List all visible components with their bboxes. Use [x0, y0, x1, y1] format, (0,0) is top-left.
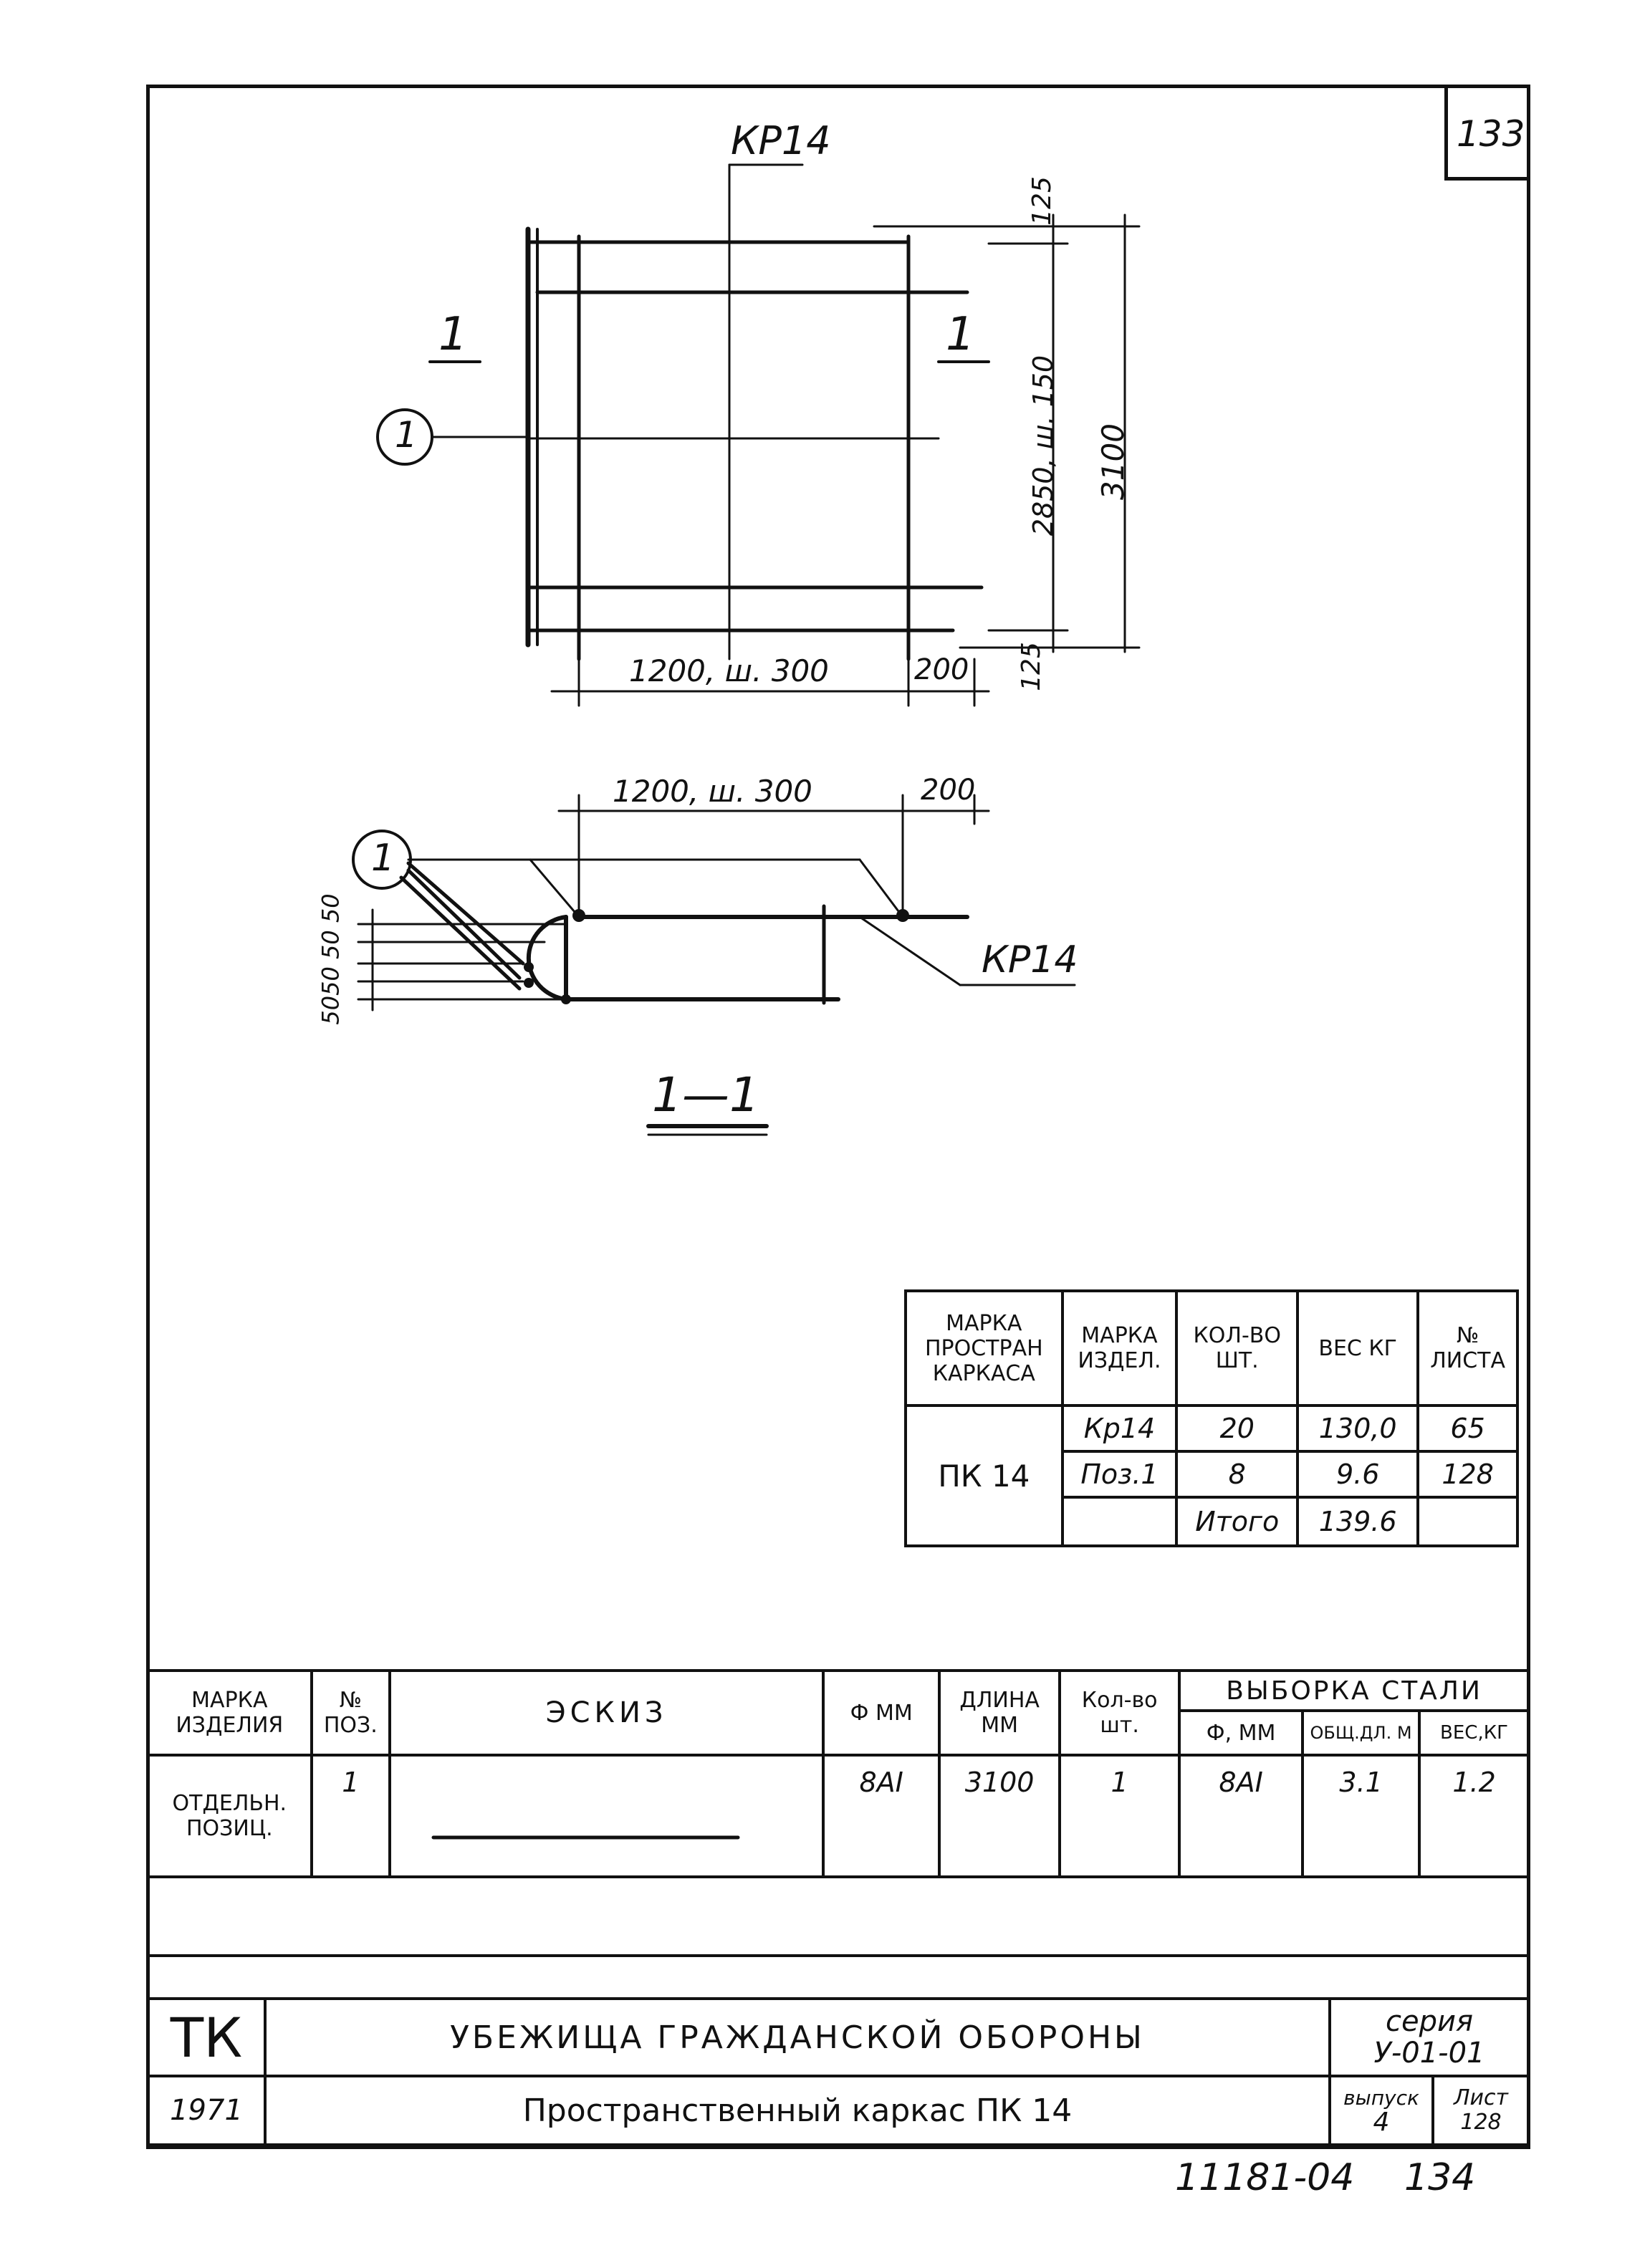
spec-header-pos: № ПОЗ.: [310, 1669, 392, 1757]
plan-dim-offset: 200: [914, 653, 969, 686]
summary-header-frame: МАРКА ПРОСТРАН КАРКАСА: [904, 1289, 1064, 1407]
summary-row-item: Кр14: [1060, 1404, 1179, 1453]
page-number-box: 133: [1444, 85, 1530, 181]
spec-header-qty: Кол-во шт.: [1058, 1669, 1181, 1757]
spec-header-steel: ВЫБОРКА СТАЛИ: [1178, 1669, 1530, 1712]
summary-row-weight: 9.6: [1296, 1450, 1420, 1499]
spec-row-steel-len: 3.1: [1300, 1754, 1421, 1878]
plan-dim-middle: 2850, ш. 150: [1027, 355, 1060, 537]
title-series: серия У-01-01: [1328, 1997, 1530, 2077]
spec-row-steel-d: 8АI: [1178, 1754, 1304, 1878]
plan-section-mark-left: 1: [438, 308, 468, 361]
series-value: У-01-01: [1373, 2037, 1485, 2070]
spec-header-mark: МАРКА ИЗДЕЛИЯ: [146, 1669, 313, 1757]
spec-row-pos: 1: [310, 1754, 392, 1878]
title-year: 1971: [146, 2075, 267, 2146]
section-spacing-dims: 5050 50 50: [317, 893, 345, 1025]
summary-header-item: МАРКА ИЗДЕЛ.: [1060, 1289, 1179, 1407]
section-view: [352, 794, 1076, 1136]
section-frame-label: КР14: [982, 938, 1078, 981]
series-label: серия: [1385, 2005, 1474, 2038]
summary-frame-mark: ПК 14: [904, 1404, 1064, 1547]
summary-table: МАРКА ПРОСТРАН КАРКАСА МАРКА ИЗДЕЛ. КОЛ-…: [904, 1289, 1519, 1547]
page-number: 133: [1457, 113, 1525, 155]
summary-row-sheet: 128: [1416, 1450, 1519, 1499]
title-logo: ТК: [146, 1997, 267, 2077]
footer-code: 11181-04: [1175, 2156, 1355, 2199]
summary-row-item: Поз.1: [1060, 1450, 1179, 1499]
section-title: 1—1: [652, 1067, 759, 1123]
plan-dim-bottom: 125: [1016, 642, 1046, 691]
spec-row-steel-weight: 1.2: [1418, 1754, 1530, 1878]
summary-row-sheet: [1416, 1496, 1519, 1547]
section-dots: [524, 909, 909, 1004]
spec-row-length: 3100: [938, 1754, 1062, 1878]
section-dim-width: 1200, ш. 300: [613, 774, 812, 809]
plan-view: [376, 163, 1141, 707]
spec-table: МАРКА ИЗДЕЛИЯ № ПОЗ. ЭСКИЗ Ф ММ ДЛИНА ММ…: [146, 1669, 1530, 1957]
summary-header-qty: КОЛ-ВО ШТ.: [1175, 1289, 1300, 1407]
spec-header-sketch: ЭСКИЗ: [388, 1669, 825, 1757]
spec-header-steel-d: Ф, ММ: [1178, 1709, 1304, 1757]
sheet-label: Лист: [1453, 2085, 1509, 2110]
title-block: ТК УБЕЖИЩА ГРАЖДАНСКОЙ ОБОРОНЫ серия У-0…: [146, 1997, 1530, 2146]
section-position-callout: 1: [371, 837, 395, 880]
issue-value: 4: [1373, 2108, 1390, 2137]
sheet-value: 128: [1460, 2110, 1502, 2135]
spec-header-length: ДЛИНА ММ: [938, 1669, 1062, 1757]
summary-total-weight: 139.6: [1296, 1496, 1420, 1547]
summary-row-qty: 20: [1175, 1404, 1300, 1453]
summary-header-weight: ВЕС КГ: [1296, 1289, 1420, 1407]
spec-row-mark: ОТДЕЛЬН. ПОЗИЦ.: [146, 1754, 313, 1878]
title-main: УБЕЖИЩА ГРАЖДАНСКОЙ ОБОРОНЫ: [264, 1997, 1331, 2077]
issue-label: выпуск: [1343, 2086, 1419, 2110]
plan-position-callout: 1: [395, 414, 418, 456]
plan-section-mark-right: 1: [946, 308, 975, 361]
plan-dim-top: 125: [1027, 176, 1057, 226]
title-subtitle: Пространственный каркас ПК 14: [264, 2075, 1331, 2146]
summary-row-weight: 130,0: [1296, 1404, 1420, 1453]
spec-header-diameter: Ф ММ: [822, 1669, 941, 1757]
summary-row-qty: 8: [1175, 1450, 1300, 1499]
plan-frame-label: КР14: [731, 118, 831, 163]
spec-row-qty: 1: [1058, 1754, 1181, 1878]
spec-row-sketch: [388, 1754, 825, 1878]
title-sheet: Лист 128: [1431, 2075, 1530, 2146]
drawing-frame: [146, 85, 1530, 2149]
spec-row-diameter: 8АI: [822, 1754, 941, 1878]
summary-row-item: [1060, 1496, 1179, 1547]
spec-empty-row: [146, 1875, 1530, 1957]
title-issue: выпуск 4: [1328, 2075, 1434, 2146]
summary-row-sheet: 65: [1416, 1404, 1519, 1453]
section-dim-offset: 200: [921, 774, 976, 807]
spec-header-steel-len: ОБЩ.ДЛ. М: [1300, 1709, 1421, 1757]
summary-header-sheet: № ЛИСТА: [1416, 1289, 1519, 1407]
plan-dim-total: 3100: [1095, 423, 1131, 500]
spec-header-steel-weight: ВЕС,КГ: [1418, 1709, 1530, 1757]
plan-dim-width: 1200, ш. 300: [629, 653, 829, 688]
summary-total-label: Итого: [1175, 1496, 1300, 1547]
footer-page: 134: [1404, 2156, 1476, 2199]
